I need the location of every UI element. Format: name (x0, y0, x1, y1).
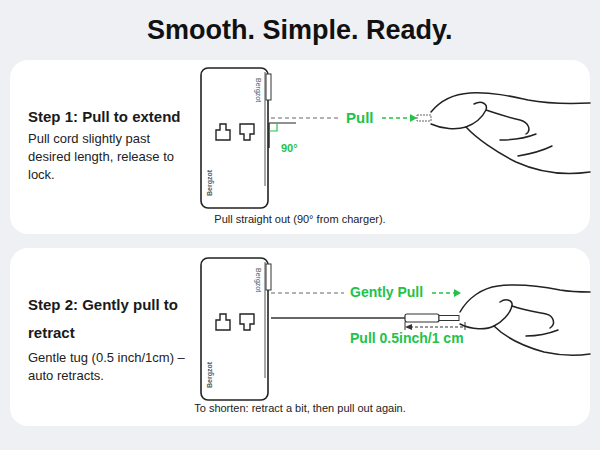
step-instructions: Pull cord slightly past desired length, … (28, 130, 178, 184)
step-heading: Step 1: Pull to extend (28, 103, 181, 131)
page-title: Smooth. Simple. Ready. (147, 14, 453, 48)
step-panel: Step 1: Pull to extendPull cord slightly… (10, 60, 590, 234)
brand-logo: Bergzot (206, 170, 215, 196)
step-note: Pull straight out (90° from charger). (10, 213, 590, 227)
step-panel: Step 2: Gently pull to retractGentle tug… (10, 248, 590, 426)
action-label: Gently Pull (350, 284, 423, 302)
brand-logo: Bergzot (206, 362, 215, 388)
brand-mark: Bergzot (253, 78, 262, 102)
step-note: To shorten: retract a bit, then pull out… (10, 402, 590, 416)
angle-label: 90° (281, 142, 298, 156)
step-instructions: Gentle tug (0.5 inch/1cm) – auto retract… (28, 349, 200, 385)
dimension-label: Pull 0.5inch/1 cm (350, 330, 464, 348)
step-heading: Step 2: Gently pull to retract (28, 291, 200, 347)
action-label: Pull (346, 109, 374, 128)
brand-mark: Bergzot (253, 268, 262, 292)
